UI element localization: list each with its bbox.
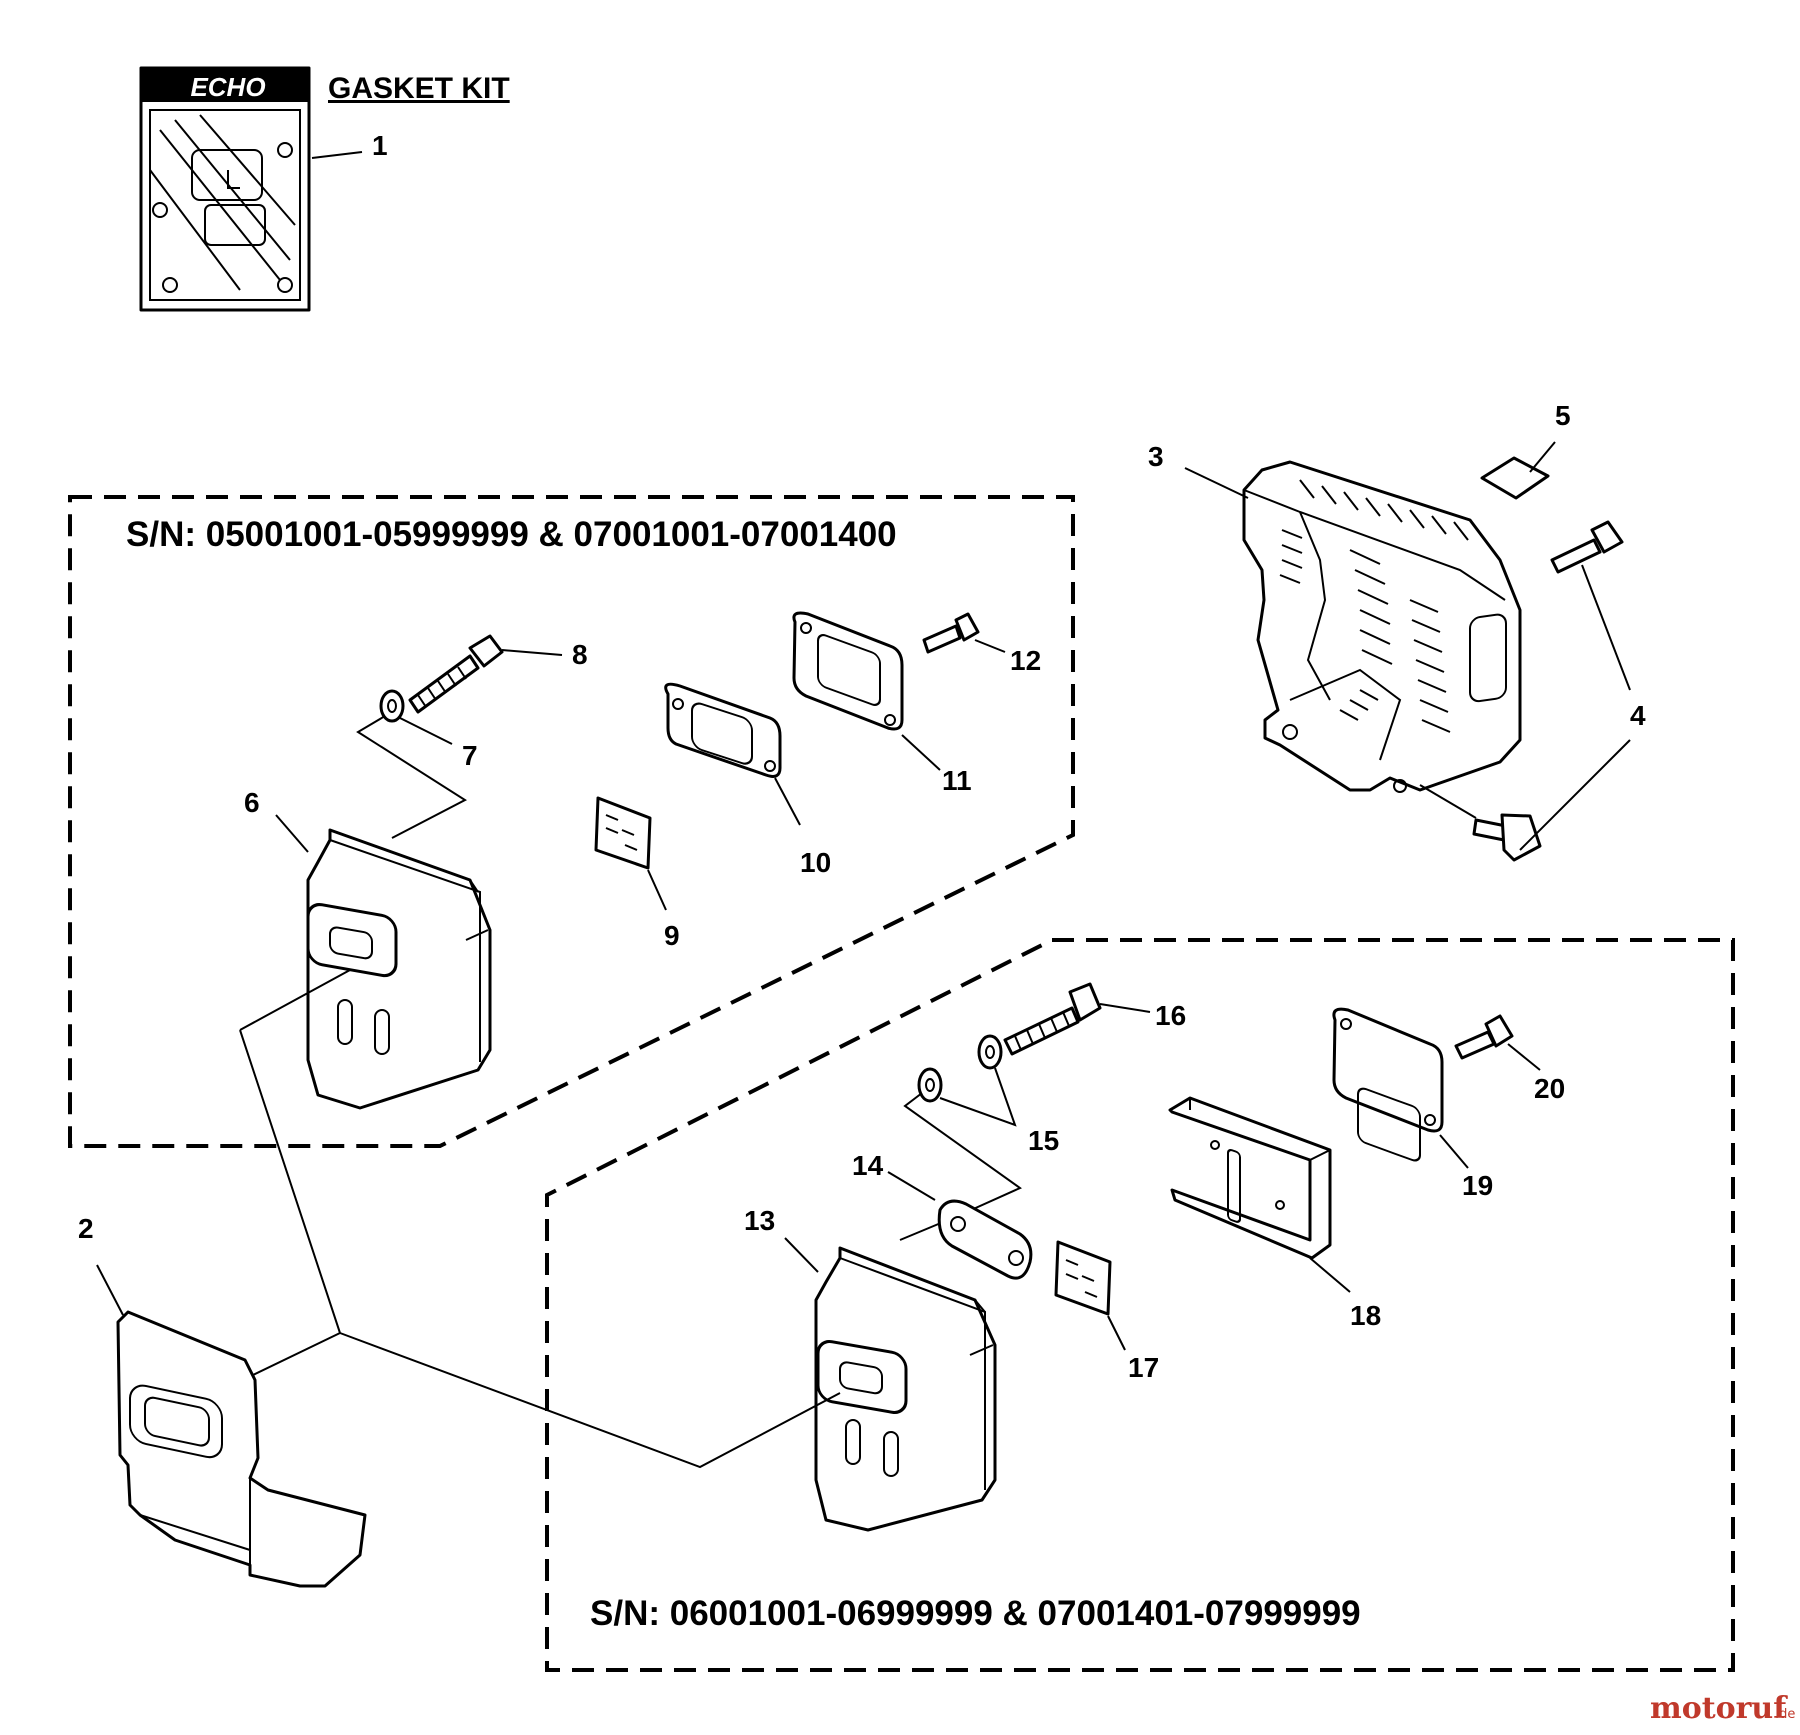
serial-range-a-label: S/N: 05001001-05999999 & 07001001-070014… bbox=[126, 515, 897, 554]
callout-20: 20 bbox=[1534, 1073, 1565, 1104]
callout-10: 10 bbox=[800, 847, 831, 878]
muffler-part-13 bbox=[814, 1246, 997, 1532]
svg-text:motoruf: motoruf bbox=[1650, 1691, 1788, 1726]
screw-part-12 bbox=[922, 612, 980, 654]
callout-13: 13 bbox=[744, 1205, 775, 1236]
callout-9: 9 bbox=[664, 920, 680, 951]
callout-1: 1 bbox=[372, 130, 388, 161]
svg-text:.de: .de bbox=[1775, 1707, 1795, 1722]
screen-part-17 bbox=[1054, 1240, 1112, 1316]
screw-part-20 bbox=[1454, 1014, 1514, 1060]
gasket-kit-title: GASKET KIT bbox=[328, 72, 510, 105]
callout-14: 14 bbox=[852, 1150, 884, 1181]
callout-16: 16 bbox=[1155, 1000, 1186, 1031]
callout-3: 3 bbox=[1148, 441, 1164, 472]
bolt-part-8 bbox=[408, 634, 504, 714]
serial-group-a-border bbox=[68, 495, 1075, 1148]
screw-part-4-lower bbox=[1472, 813, 1542, 862]
motoruf-watermark: motoruf .de bbox=[1650, 1691, 1795, 1726]
callout-15: 15 bbox=[1028, 1125, 1059, 1156]
gasket-kit-package: ECHO bbox=[139, 66, 311, 312]
callout-17: 17 bbox=[1128, 1352, 1159, 1383]
gasket-part-10 bbox=[664, 682, 782, 778]
serial-group-b-border bbox=[545, 938, 1735, 1672]
callout-18: 18 bbox=[1350, 1300, 1381, 1331]
callout-7: 7 bbox=[462, 740, 478, 771]
callout-19: 19 bbox=[1462, 1170, 1493, 1201]
bracket-part-2 bbox=[116, 1310, 367, 1588]
echo-logo: ECHO bbox=[190, 72, 265, 102]
callout-2: 2 bbox=[78, 1213, 94, 1244]
serial-range-b-label: S/N: 06001001-06999999 & 07001401-079999… bbox=[590, 1594, 1361, 1633]
gasket-plate-part-19 bbox=[1332, 1007, 1444, 1162]
callout-12: 12 bbox=[1010, 645, 1041, 676]
gasket-part-14 bbox=[937, 1199, 1033, 1280]
callout-8: 8 bbox=[572, 639, 588, 670]
callout-11: 11 bbox=[942, 765, 972, 796]
gasket-plate-part-11 bbox=[792, 611, 904, 731]
muffler-part-6 bbox=[306, 828, 492, 1110]
callout-6: 6 bbox=[244, 787, 260, 818]
bolt-part-16 bbox=[1003, 982, 1102, 1056]
screen-part-9 bbox=[594, 796, 652, 870]
muffler-cover-part-3 bbox=[1242, 460, 1522, 793]
label-part-5 bbox=[1480, 456, 1550, 500]
deflector-part-18 bbox=[1168, 1096, 1332, 1260]
screw-part-4-upper bbox=[1550, 520, 1624, 574]
callout-4: 4 bbox=[1630, 700, 1646, 731]
callout-5: 5 bbox=[1555, 400, 1571, 431]
